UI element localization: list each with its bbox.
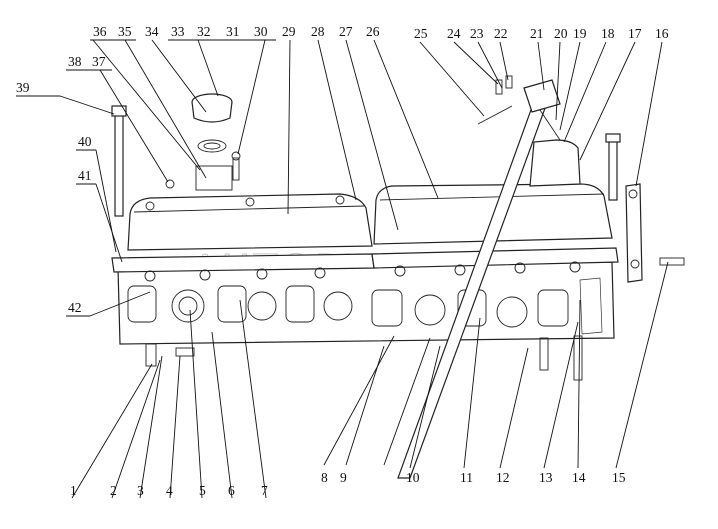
callout-41: 41 [78,168,92,183]
lifting-bracket [625,183,643,283]
callout-26: 26 [366,24,380,39]
leaders-bottom [71,261,669,499]
long-tube [397,79,561,479]
callout-23: 23 [470,26,484,41]
callout-21: 21 [530,26,544,41]
long-bolt [111,105,127,217]
callout-38: 38 [68,54,82,69]
callouts-top: 36 35 34 33 32 31 30 29 28 27 26 25 24 2… [93,24,669,41]
callout-14: 14 [572,470,586,485]
leaders-left [16,69,169,317]
callout-25: 25 [414,26,428,41]
callout-33: 33 [171,24,185,39]
stud-right [659,257,685,266]
callout-5: 5 [199,483,206,498]
callout-28: 28 [311,24,325,39]
front-valve-cover [127,165,373,251]
callout-19: 19 [573,26,587,41]
callout-37: 37 [92,54,106,69]
callout-39: 39 [16,80,30,95]
callout-40: 40 [78,134,92,149]
callout-7: 7 [261,483,268,498]
callout-42: 42 [68,300,82,315]
callout-31: 31 [226,24,240,39]
callout-3: 3 [137,483,144,498]
oil-filler-cap [191,93,233,153]
callout-22: 22 [494,26,508,41]
callout-16: 16 [655,26,669,41]
callout-32: 32 [197,24,211,39]
callout-12: 12 [496,470,510,485]
callout-17: 17 [628,26,642,41]
callout-13: 13 [539,470,553,485]
dipstick-bolt [477,75,513,125]
callout-35: 35 [118,24,132,39]
callout-20: 20 [554,26,568,41]
callouts-left: 39 38 37 40 41 42 [16,54,106,315]
bolt-small [231,151,241,181]
callout-29: 29 [282,24,296,39]
cylinder-head [111,247,619,381]
callout-9: 9 [340,470,347,485]
callout-36: 36 [93,24,107,39]
callout-8: 8 [321,470,328,485]
callout-1: 1 [70,483,77,498]
callout-10: 10 [406,470,420,485]
callout-30: 30 [254,24,268,39]
callout-18: 18 [601,26,615,41]
right-bolt [605,133,621,201]
callout-24: 24 [447,26,461,41]
callout-27: 27 [339,24,353,39]
callout-15: 15 [612,470,626,485]
callout-11: 11 [460,470,473,485]
callouts-bottom: 1 2 3 4 5 6 7 8 9 10 11 12 13 14 15 [70,470,626,498]
callout-2: 2 [110,483,117,498]
leaders-top [90,39,663,231]
callout-4: 4 [166,483,173,498]
callout-34: 34 [145,24,159,39]
